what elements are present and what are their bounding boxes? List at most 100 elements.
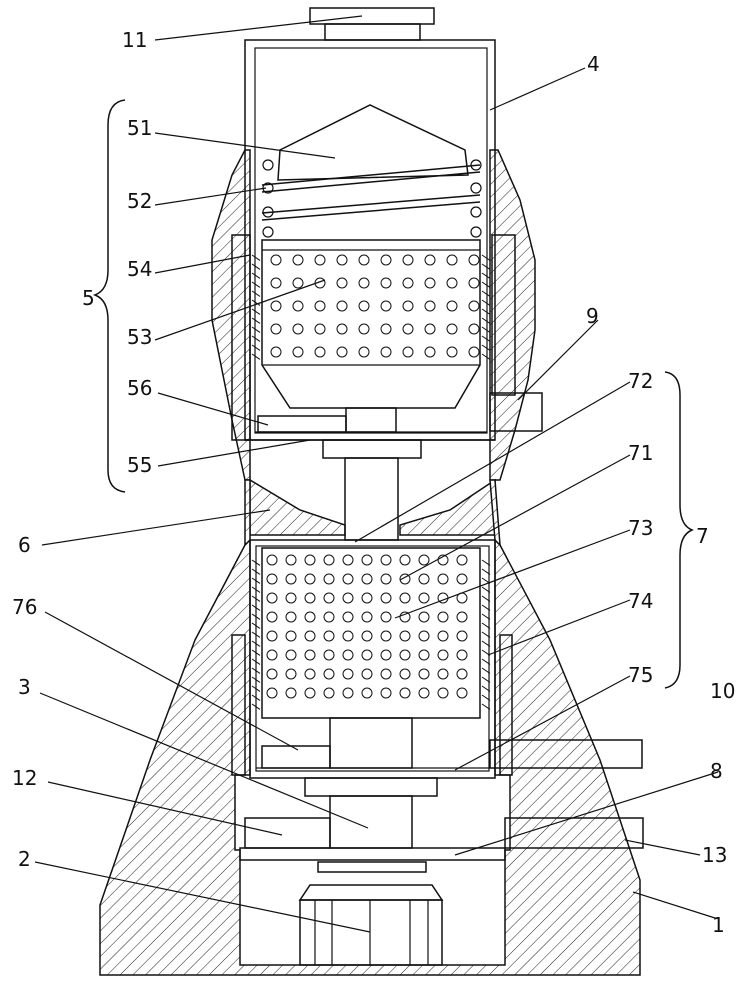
drum-hole — [323, 611, 335, 623]
mesh-stroke — [251, 317, 261, 324]
drum-hole — [446, 346, 458, 358]
drum-hole — [424, 346, 436, 358]
mesh-stroke — [251, 604, 261, 611]
mesh-stroke — [251, 290, 261, 297]
drum-hole — [342, 554, 354, 566]
drum-hole — [304, 554, 316, 566]
drum-hole — [446, 323, 458, 335]
drum-hole — [285, 611, 297, 623]
mesh-stroke — [481, 703, 491, 710]
drum-hole — [380, 611, 392, 623]
mesh-stroke — [481, 685, 491, 692]
drum-hole — [380, 554, 392, 566]
mesh-stroke — [481, 676, 491, 683]
drum-hole — [402, 300, 414, 312]
mesh-stroke — [251, 703, 261, 710]
drum-hole — [456, 573, 468, 585]
drum-hole — [314, 254, 326, 266]
drum-hole — [361, 687, 373, 699]
drum-hole — [292, 300, 304, 312]
drum-hole — [456, 611, 468, 623]
base-inner-cavity — [231, 634, 246, 776]
mesh-stroke — [481, 290, 491, 297]
drum-hole — [304, 611, 316, 623]
side-port — [489, 392, 543, 432]
mesh-stroke — [481, 335, 491, 342]
mesh-stroke — [481, 622, 491, 629]
mesh-stroke — [251, 667, 261, 674]
upper-container-inner — [254, 47, 488, 434]
mesh-stroke — [251, 613, 261, 620]
drum-hole — [266, 668, 278, 680]
drum-hole — [418, 630, 430, 642]
drum-hole — [399, 630, 411, 642]
drum-hole — [380, 346, 392, 358]
mesh-stroke — [251, 631, 261, 638]
drum-hole — [437, 649, 449, 661]
drum-hole — [446, 254, 458, 266]
drum-hole — [468, 300, 480, 312]
middle-shaft — [344, 457, 399, 541]
drum-hole — [323, 668, 335, 680]
drum-hole — [380, 649, 392, 661]
middle-waist-left — [244, 479, 251, 547]
drum-hole — [336, 254, 348, 266]
drum-hole — [446, 277, 458, 289]
drum-hole — [361, 630, 373, 642]
lower-container-inner — [255, 545, 490, 772]
label-53: 53 — [127, 325, 152, 349]
drum-hole — [266, 630, 278, 642]
drum-hole — [323, 554, 335, 566]
mesh-stroke — [251, 326, 261, 333]
motor-mount — [317, 861, 427, 873]
drum-hole — [336, 346, 348, 358]
label-74: 74 — [628, 589, 653, 613]
drum-hole — [437, 611, 449, 623]
drum-hole — [358, 277, 370, 289]
mesh-stroke — [481, 272, 491, 279]
drum-hole — [380, 687, 392, 699]
label-52: 52 — [127, 189, 152, 213]
drum-hole — [424, 300, 436, 312]
drum-hole — [358, 323, 370, 335]
shaft-collar — [322, 439, 422, 459]
mesh-stroke — [251, 676, 261, 683]
drum-hole — [437, 630, 449, 642]
mesh-stroke — [251, 272, 261, 279]
mesh-stroke — [481, 667, 491, 674]
drum-hole — [323, 573, 335, 585]
drum-hole — [266, 649, 278, 661]
drum-hole — [361, 554, 373, 566]
label-10: 10 — [710, 679, 735, 703]
label-56: 56 — [127, 376, 152, 400]
middle-waist-right — [489, 479, 501, 547]
drum-hole — [285, 573, 297, 585]
upper-side-mesh — [251, 254, 491, 360]
motor-body — [299, 899, 443, 966]
drum-hole — [380, 573, 392, 585]
drum-hole — [418, 573, 430, 585]
mesh-stroke — [251, 694, 261, 701]
drum-hole — [418, 592, 430, 604]
mesh-stroke — [251, 299, 261, 306]
mesh-stroke — [481, 613, 491, 620]
drum-hole — [285, 687, 297, 699]
mesh-stroke — [251, 335, 261, 342]
drum-hole — [342, 611, 354, 623]
label-7: 7 — [696, 524, 709, 548]
drum-hole — [437, 573, 449, 585]
drum-hole — [342, 649, 354, 661]
drum-hole — [402, 323, 414, 335]
drum-hole — [418, 687, 430, 699]
drum-hole — [418, 668, 430, 680]
drum-hole — [468, 254, 480, 266]
drum-hole — [456, 668, 468, 680]
drum-hole — [304, 649, 316, 661]
mesh-stroke — [481, 640, 491, 647]
drum-hole — [418, 611, 430, 623]
label-4: 4 — [587, 52, 600, 76]
label-8: 8 — [710, 759, 723, 783]
drum-hole — [292, 323, 304, 335]
mesh-stroke — [251, 308, 261, 315]
drum-hole — [424, 254, 436, 266]
